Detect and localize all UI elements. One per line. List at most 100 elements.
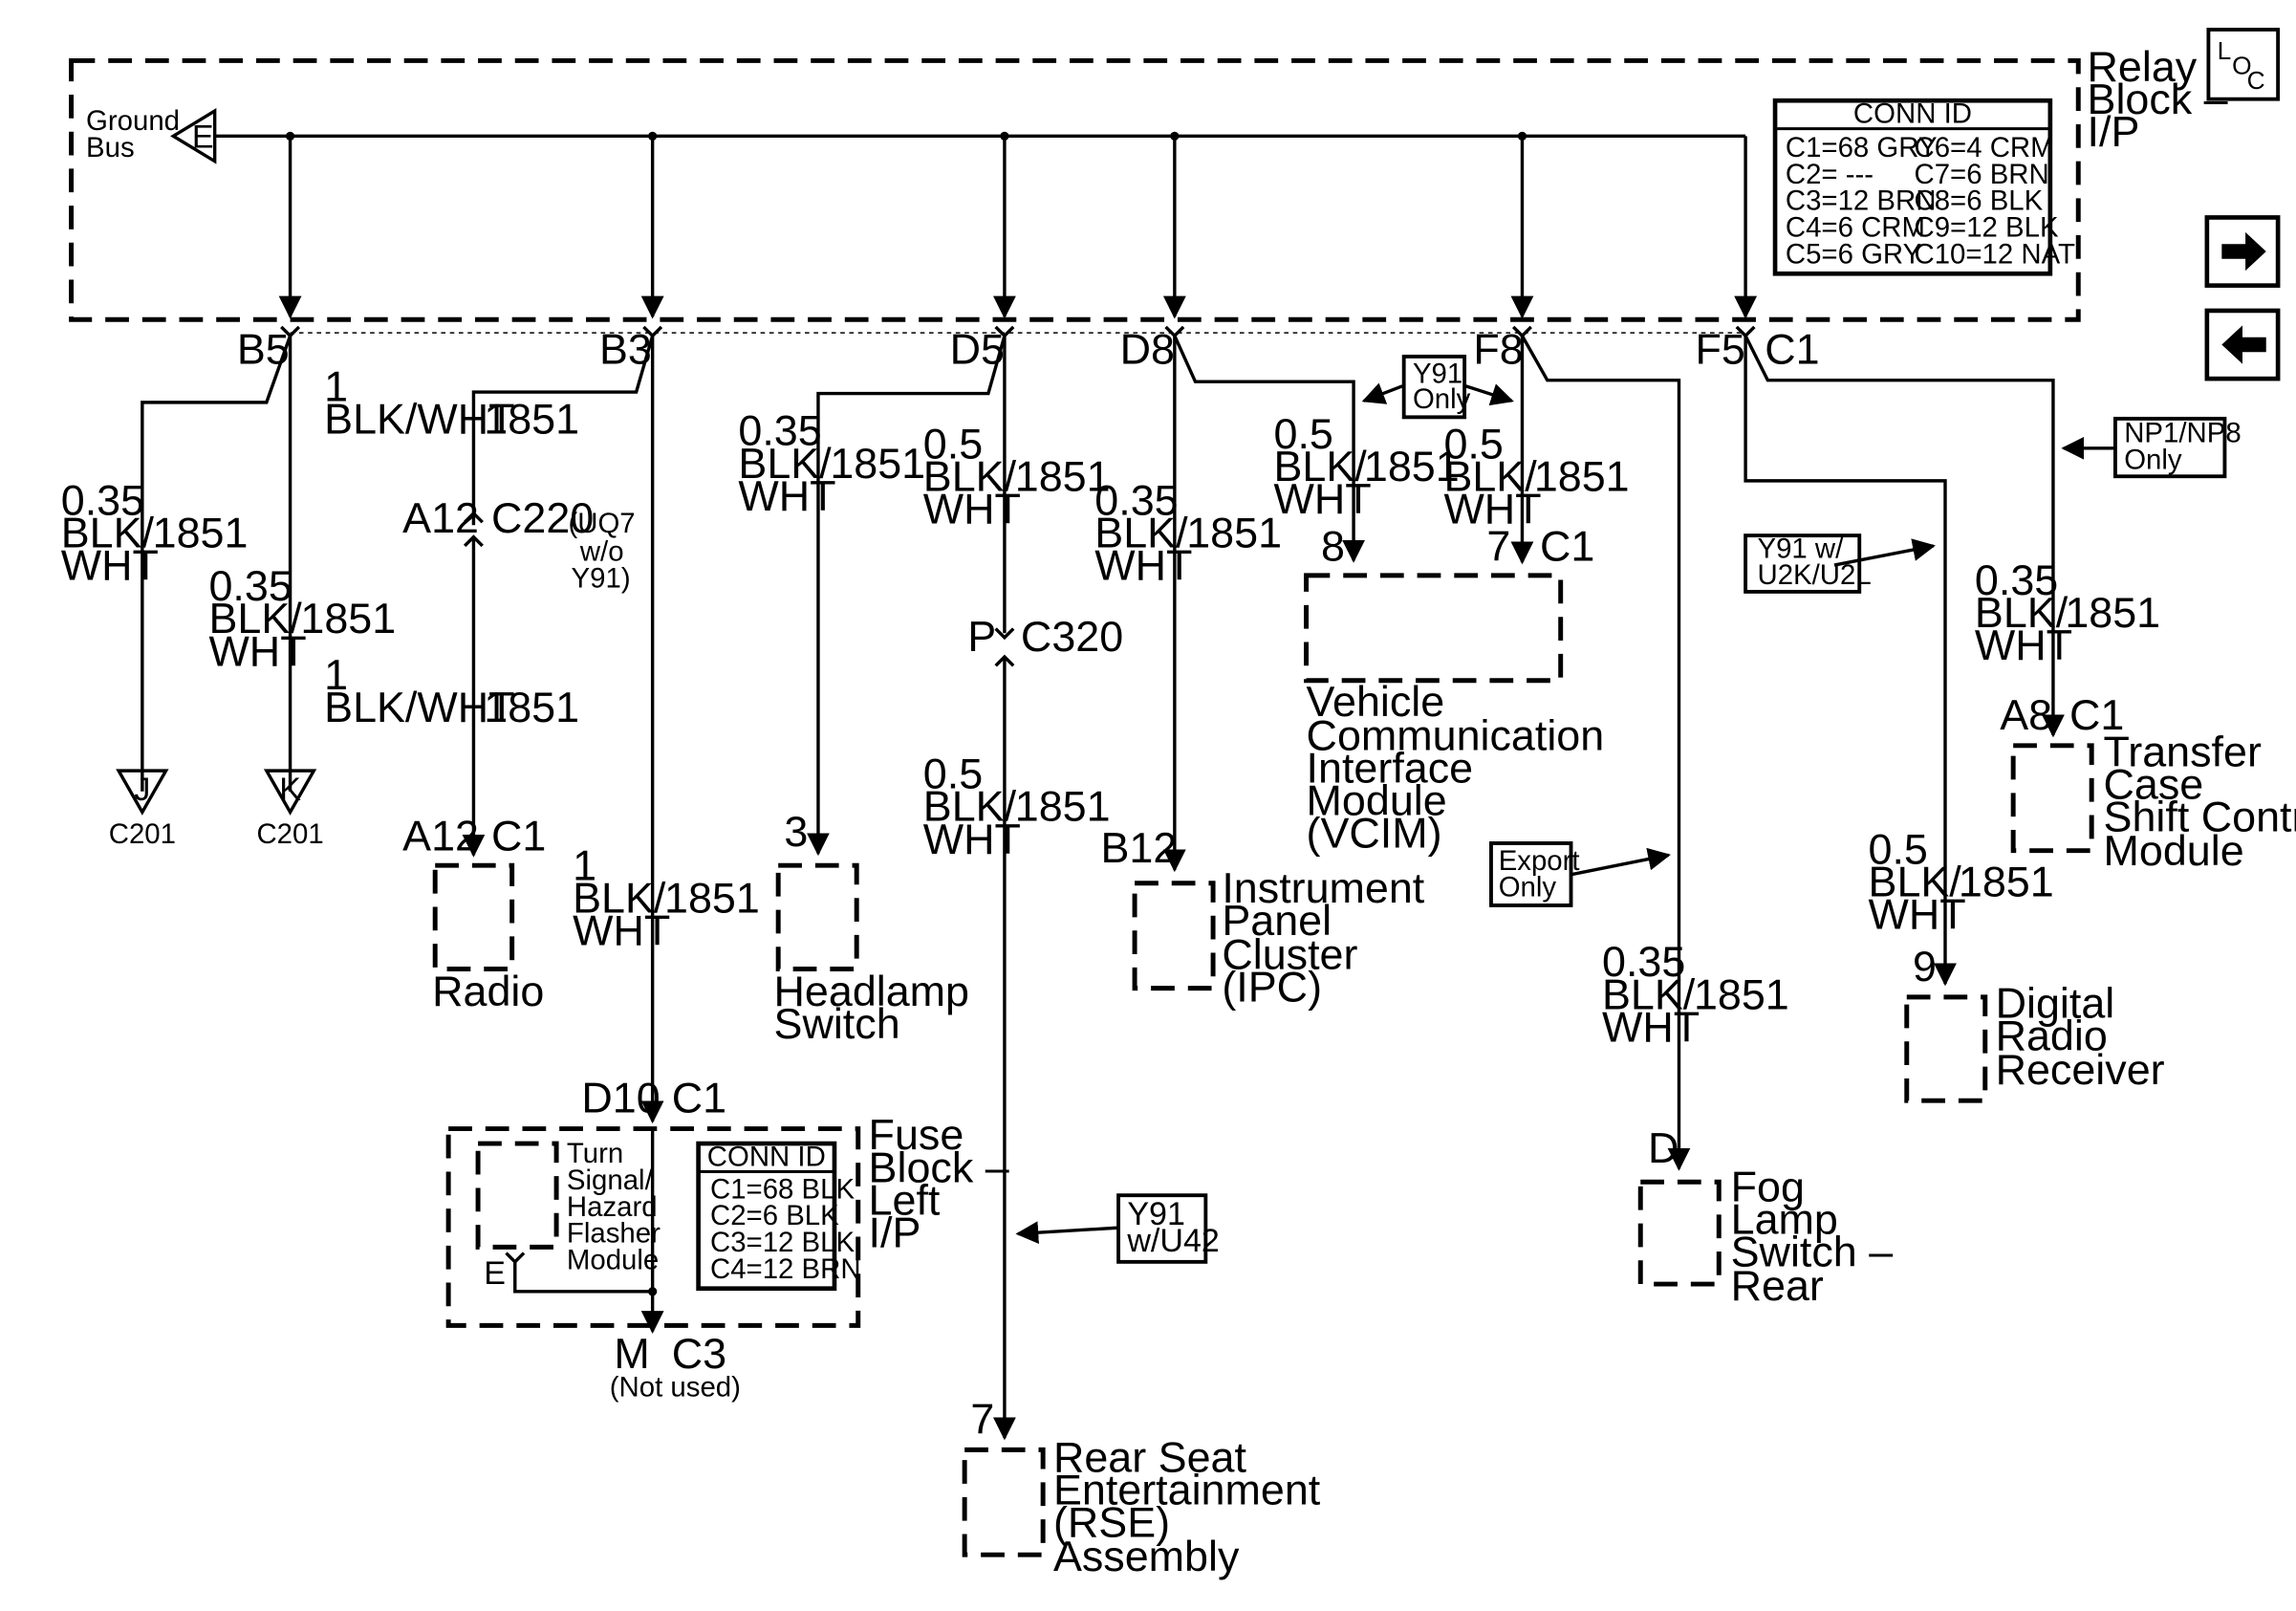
next-page-button[interactable] — [2204, 215, 2281, 288]
note-np1-np8: NP1/NP8 Only — [2061, 416, 2242, 479]
diagram-label: C9=12 BLK — [1914, 212, 2058, 244]
diagram-label: WHT — [1869, 890, 1966, 939]
diagram-label: BLK/ — [738, 439, 832, 488]
diagram-label: 1851 — [153, 508, 249, 556]
circuit-b3-radio: 1 BLK/WHT 1851 A12 C220 (UQ7 w/o Y91) 1 … — [324, 335, 655, 1015]
diagram-label: w/o — [579, 535, 624, 567]
diagram-label: 3 — [784, 807, 808, 856]
circuit-f8-fog-lamp: 0.35 BLK/ WHT 1851 D Fog Lamp Switch – R… — [1520, 335, 1893, 1310]
diagram-label: A12 — [402, 812, 479, 860]
diagram-label: WHT — [1274, 474, 1372, 523]
relay-conn-id-table: CONN ID C1=68 GRY C2= --- C3=12 BRN C4=6… — [1772, 98, 2075, 276]
prev-page-button[interactable] — [2204, 308, 2281, 381]
instrument-panel-cluster — [1132, 881, 1216, 991]
diagram-label: BLK/ — [1869, 858, 1962, 906]
relay-block-title-1: Relay — [2088, 42, 2198, 91]
diagram-label: Receiver — [1996, 1045, 2165, 1094]
diagram-label: Interface — [1307, 744, 1474, 793]
diagram-label: CONN ID — [1853, 98, 1972, 129]
diagram-label: I/P — [869, 1208, 921, 1256]
note-y91-u42: Y91 w/U42 — [1015, 1193, 1220, 1264]
diagram-label: 0.35 — [208, 561, 292, 610]
ground-bus-pin: E — [192, 120, 214, 156]
diagram-label: C1=68 BLK — [710, 1173, 855, 1205]
diagram-label: Flasher — [567, 1218, 661, 1250]
diagram-label: B12 — [1100, 823, 1177, 872]
ground-j-conn: C201 — [109, 818, 176, 850]
diagram-label: w/U42 — [1126, 1223, 1219, 1259]
diagram-label: Rear Seat — [1053, 1433, 1247, 1482]
diagram-label: Cluster — [1222, 929, 1357, 978]
diagram-label: 1851 — [1534, 452, 1630, 501]
diagram-label: C4=12 BRN — [710, 1253, 861, 1285]
radio-label: Radio — [432, 967, 544, 1015]
diagram-label: Signal/ — [567, 1165, 654, 1196]
diagram-label: CONN ID — [707, 1141, 826, 1172]
diagram-label: Communication — [1307, 710, 1605, 759]
pin-d8: D8 — [1120, 325, 1175, 374]
diagram-label: BLK/ — [1602, 969, 1696, 1018]
diagram-label: 0.35 — [61, 475, 144, 524]
ground-bus-label-2: Bus — [86, 132, 135, 163]
diagram-label: BLK/ — [1975, 588, 2069, 637]
diagram-label: Y91) — [572, 562, 631, 594]
diagram-label: C3=12 BRN — [1786, 185, 1937, 217]
pin-f8: F8 — [1473, 325, 1523, 374]
flasher-module — [475, 1141, 559, 1250]
diagram-label: E — [484, 1255, 506, 1292]
diagram-label: Only — [2124, 444, 2182, 475]
pin-b5: B5 — [237, 325, 290, 374]
diagram-label: BLK/ — [61, 508, 155, 556]
diagram-label: 1851 — [1694, 969, 1789, 1018]
diagram-label: 1 — [324, 650, 348, 699]
diagram-label: WHT — [923, 815, 1021, 863]
circuit-d5-headlamp: 0.35 BLK/ WHT 1851 3 Headlamp Switch — [738, 335, 1007, 1048]
diagram-label: Module — [567, 1245, 659, 1276]
diagram-label: C — [2247, 66, 2265, 95]
diagram-label: 7 — [1486, 521, 1510, 570]
diagram-label: BLK/ — [923, 782, 1017, 831]
fog-lamp-switch-rear — [1637, 1179, 1722, 1287]
diagram-label: 1 — [573, 841, 596, 890]
diagram-label: Case — [2104, 760, 2204, 809]
diagram-label: C3 — [672, 1329, 726, 1378]
radio-module — [432, 862, 515, 971]
diagram-label: 1 — [324, 361, 348, 410]
diagram-label: A12 — [402, 493, 479, 542]
diagram-label: (Not used) — [610, 1372, 741, 1404]
rse-assembly — [962, 1447, 1046, 1557]
diagram-label: C2=6 BLK — [710, 1200, 839, 1231]
loc-icon[interactable]: L O C — [2206, 28, 2281, 101]
circuit-d8-ipc: 0.35 BLK/ WHT 1851 B12 Instrument Panel … — [1094, 336, 1425, 1012]
diagram-label: Hazard — [567, 1191, 658, 1223]
diagram-label: (RSE) — [1053, 1498, 1170, 1547]
diagram-label: Left — [869, 1175, 941, 1224]
diagram-label: WHT — [573, 906, 670, 955]
diagram-label: C6=4 CRM — [1914, 132, 2053, 163]
diagram-label: BLK/ — [923, 452, 1017, 501]
diagram-label: WHT — [208, 626, 306, 675]
diagram-label: WHT — [1602, 1002, 1700, 1051]
diagram-label: Y91 — [1413, 359, 1462, 390]
diagram-label: (UQ7 — [568, 508, 635, 539]
diagram-label: C1 — [2069, 690, 2124, 739]
note-y91-only: Y91 Only — [1361, 354, 1514, 420]
headlamp-switch — [775, 862, 859, 971]
diagram-label: 1851 — [2065, 588, 2160, 637]
pin-c1: C1 — [1765, 325, 1819, 374]
diagram-label: D — [1648, 1123, 1679, 1172]
circuit-b3-fuse-block: 1 BLK/ WHT 1851 D10 C1 — [573, 336, 760, 1124]
diagram-label: C5=6 GRY — [1786, 238, 1921, 270]
diagram-label: K — [279, 772, 301, 808]
diagram-label: 0.35 — [1094, 475, 1178, 524]
diagram-label: 1851 — [484, 394, 579, 443]
diagram-label: Vehicle — [1307, 677, 1445, 726]
diagram-label: Y91 w/ — [1757, 533, 1844, 564]
diagram-label: 1851 — [300, 594, 396, 642]
diagram-label: Export — [1499, 845, 1580, 877]
diagram-label: BLK/ — [208, 594, 302, 642]
diagram-label: BLK/ — [1443, 452, 1537, 501]
diagram-label: O — [2232, 51, 2251, 79]
c320-connector: C320 — [1021, 612, 1123, 661]
